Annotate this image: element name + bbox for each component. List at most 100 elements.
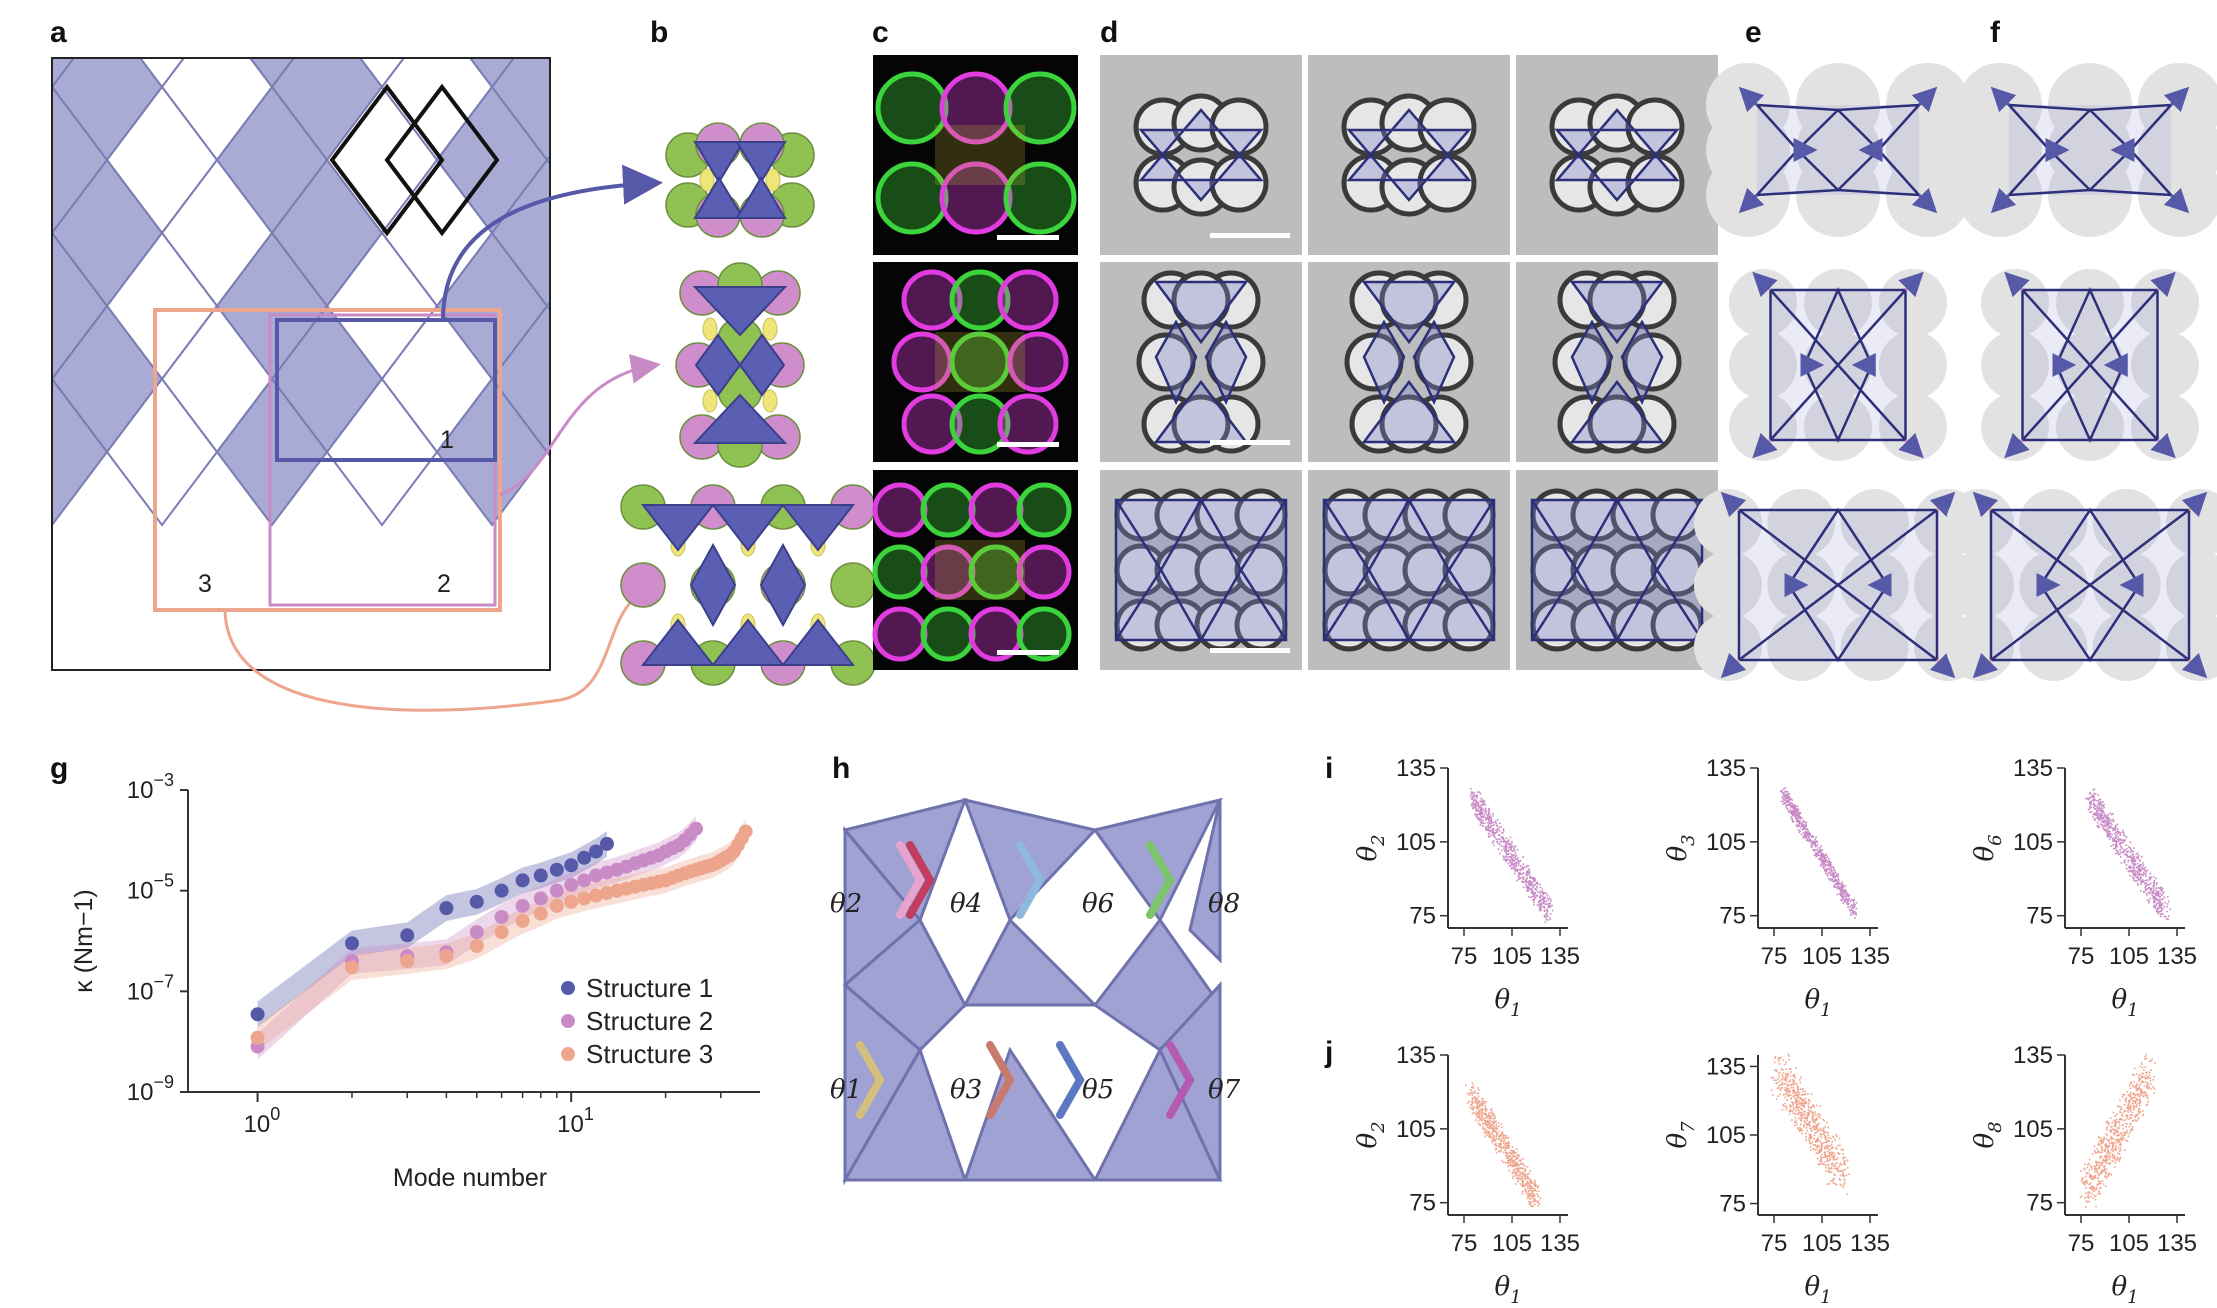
panel-h-angles: θ2 θ4 θ6 θ8 θ1 θ3 θ5 θ7	[830, 800, 1241, 1180]
h-angle-theta4-text: θ4	[950, 889, 982, 919]
droplet	[831, 563, 875, 607]
h-angle-theta6-text: θ6	[1082, 889, 1114, 919]
fluorescent-droplet	[875, 485, 925, 535]
ij-y-tick-label: 75	[1409, 903, 1436, 930]
h-angle-theta8-text: θ8	[1208, 889, 1240, 919]
ij-scatter-cloud	[2085, 788, 2171, 920]
region-label-3: 3	[198, 570, 212, 598]
h-angle-marker	[1060, 1045, 1080, 1115]
ij-x-tick-label: 75	[1451, 943, 1478, 970]
fluorescent-droplet	[1019, 547, 1069, 597]
ij-x-tick-label: 135	[1540, 943, 1580, 970]
ij-x-tick-label: 105	[1802, 1230, 1842, 1257]
lattice-tile	[0, 306, 52, 452]
ij-scatter-cloud	[1771, 1054, 1850, 1195]
scale-bar	[1210, 440, 1290, 445]
g-data-point	[516, 899, 530, 913]
fluorescent-droplet	[875, 609, 925, 659]
panel-f-modes	[1946, 63, 2217, 681]
g-data-point	[251, 1007, 265, 1021]
rigid-rhombus	[761, 545, 805, 625]
rigid-triangle	[713, 620, 783, 665]
g-data-point	[577, 891, 591, 905]
ij-x-tick-label: 75	[1451, 1230, 1478, 1257]
linker-haze	[935, 332, 1025, 392]
ij-y-label: θ2	[1353, 834, 1389, 861]
rigid-triangle	[643, 620, 713, 665]
linker	[703, 390, 717, 412]
g-data-point	[495, 925, 509, 939]
ij-y-label: θ6	[1970, 834, 2006, 861]
ij-x-tick-label: 135	[1850, 943, 1890, 970]
panel-label-f: f	[1990, 16, 2001, 49]
scale-bar	[997, 235, 1059, 240]
g-data-point	[495, 884, 509, 898]
ij-x-tick-label: 75	[2068, 943, 2095, 970]
panels-ij-scatter: 75 105 135 75 105 135 θ1 θ2 75 105 135 75 105 135 θ1 θ3…	[1353, 755, 2197, 1308]
panel-d-brightfield	[1100, 55, 1718, 670]
ij-y-tick-label: 75	[1409, 1190, 1436, 1217]
region-label-1: 1	[440, 426, 454, 454]
lattice-tile	[0, 14, 52, 160]
ij-y-label: θ3	[1663, 834, 1699, 861]
rigid-triangle	[783, 505, 853, 550]
rigid-triangle	[783, 620, 853, 665]
g-data-point	[439, 901, 453, 915]
scale-bar	[1210, 233, 1290, 238]
g-y-tick-label: 10−7	[127, 971, 174, 1005]
g-data-point	[534, 869, 548, 883]
ij-y-label: θ8	[1970, 1121, 2006, 1148]
panel-label-d: d	[1100, 16, 1118, 49]
panel-label-a: a	[50, 16, 67, 49]
h-angle-theta3-text: θ3	[950, 1075, 982, 1105]
ij-scatter-cloud	[1465, 1082, 1541, 1207]
brightfield-tile	[1100, 55, 1302, 255]
ij-y-tick-label: 75	[1719, 1191, 1746, 1218]
lattice-tile	[0, 160, 52, 306]
g-data-point	[534, 907, 548, 921]
h-angle-theta5-text: θ5	[1082, 1075, 1114, 1105]
scale-bar	[997, 650, 1059, 655]
ij-y-tick-label: 105	[1706, 1122, 1746, 1149]
panel-g-chart: 10−910−710−510−3100101 Mode number κ (Nm…	[70, 770, 760, 1192]
rigid-triangle	[713, 505, 783, 550]
fluorescent-droplet	[923, 609, 973, 659]
ij-x-tick-label: 75	[1761, 1230, 1788, 1257]
linker	[703, 318, 717, 340]
ij-x-tick-label: 135	[1540, 1230, 1580, 1257]
ij-x-tick-label: 105	[2109, 1230, 2149, 1257]
fluorescent-droplet	[1000, 272, 1056, 328]
g-data-point	[251, 1031, 265, 1045]
panel-label-c: c	[872, 16, 889, 49]
g-data-point	[470, 939, 484, 953]
h-angle-theta7: θ7	[1208, 1075, 1241, 1105]
ij-x-label: θ1	[2111, 985, 2138, 1021]
g-data-point	[470, 895, 484, 909]
g-data-point	[564, 895, 578, 909]
g-data-point	[550, 884, 564, 898]
ij-y-tick-label: 135	[1706, 755, 1746, 782]
g-data-point	[550, 863, 564, 877]
ij-scatter-cloud	[1780, 787, 1857, 919]
panel-label-e: e	[1745, 16, 1762, 49]
lattice-tile	[547, 233, 657, 379]
ij-x-tick-label: 105	[1492, 1230, 1532, 1257]
h-angle-theta1-text: θ1	[830, 1075, 862, 1105]
legend-structure-2: Structure 2	[586, 1006, 713, 1036]
g-y-label: κ (Nm−1)	[70, 889, 98, 992]
panel-b-schematics	[621, 123, 875, 685]
g-data-point	[400, 928, 414, 942]
g-data-point	[564, 858, 578, 872]
rigid-triangle	[643, 505, 713, 550]
g-data-point	[534, 891, 548, 905]
ij-x-tick-label: 135	[2157, 943, 2197, 970]
fluorescent-droplet	[1019, 485, 1069, 535]
scale-bar	[997, 442, 1059, 447]
ij-x-tick-label: 135	[2157, 1230, 2197, 1257]
panel-label-h: h	[832, 752, 850, 785]
panel-label-i: i	[1325, 752, 1333, 785]
ij-x-label: θ1	[1804, 1272, 1831, 1308]
ij-y-label: θ7	[1663, 1121, 1699, 1149]
rigid-rhombus	[691, 545, 735, 625]
legend-marker-structure-3	[561, 1047, 575, 1061]
